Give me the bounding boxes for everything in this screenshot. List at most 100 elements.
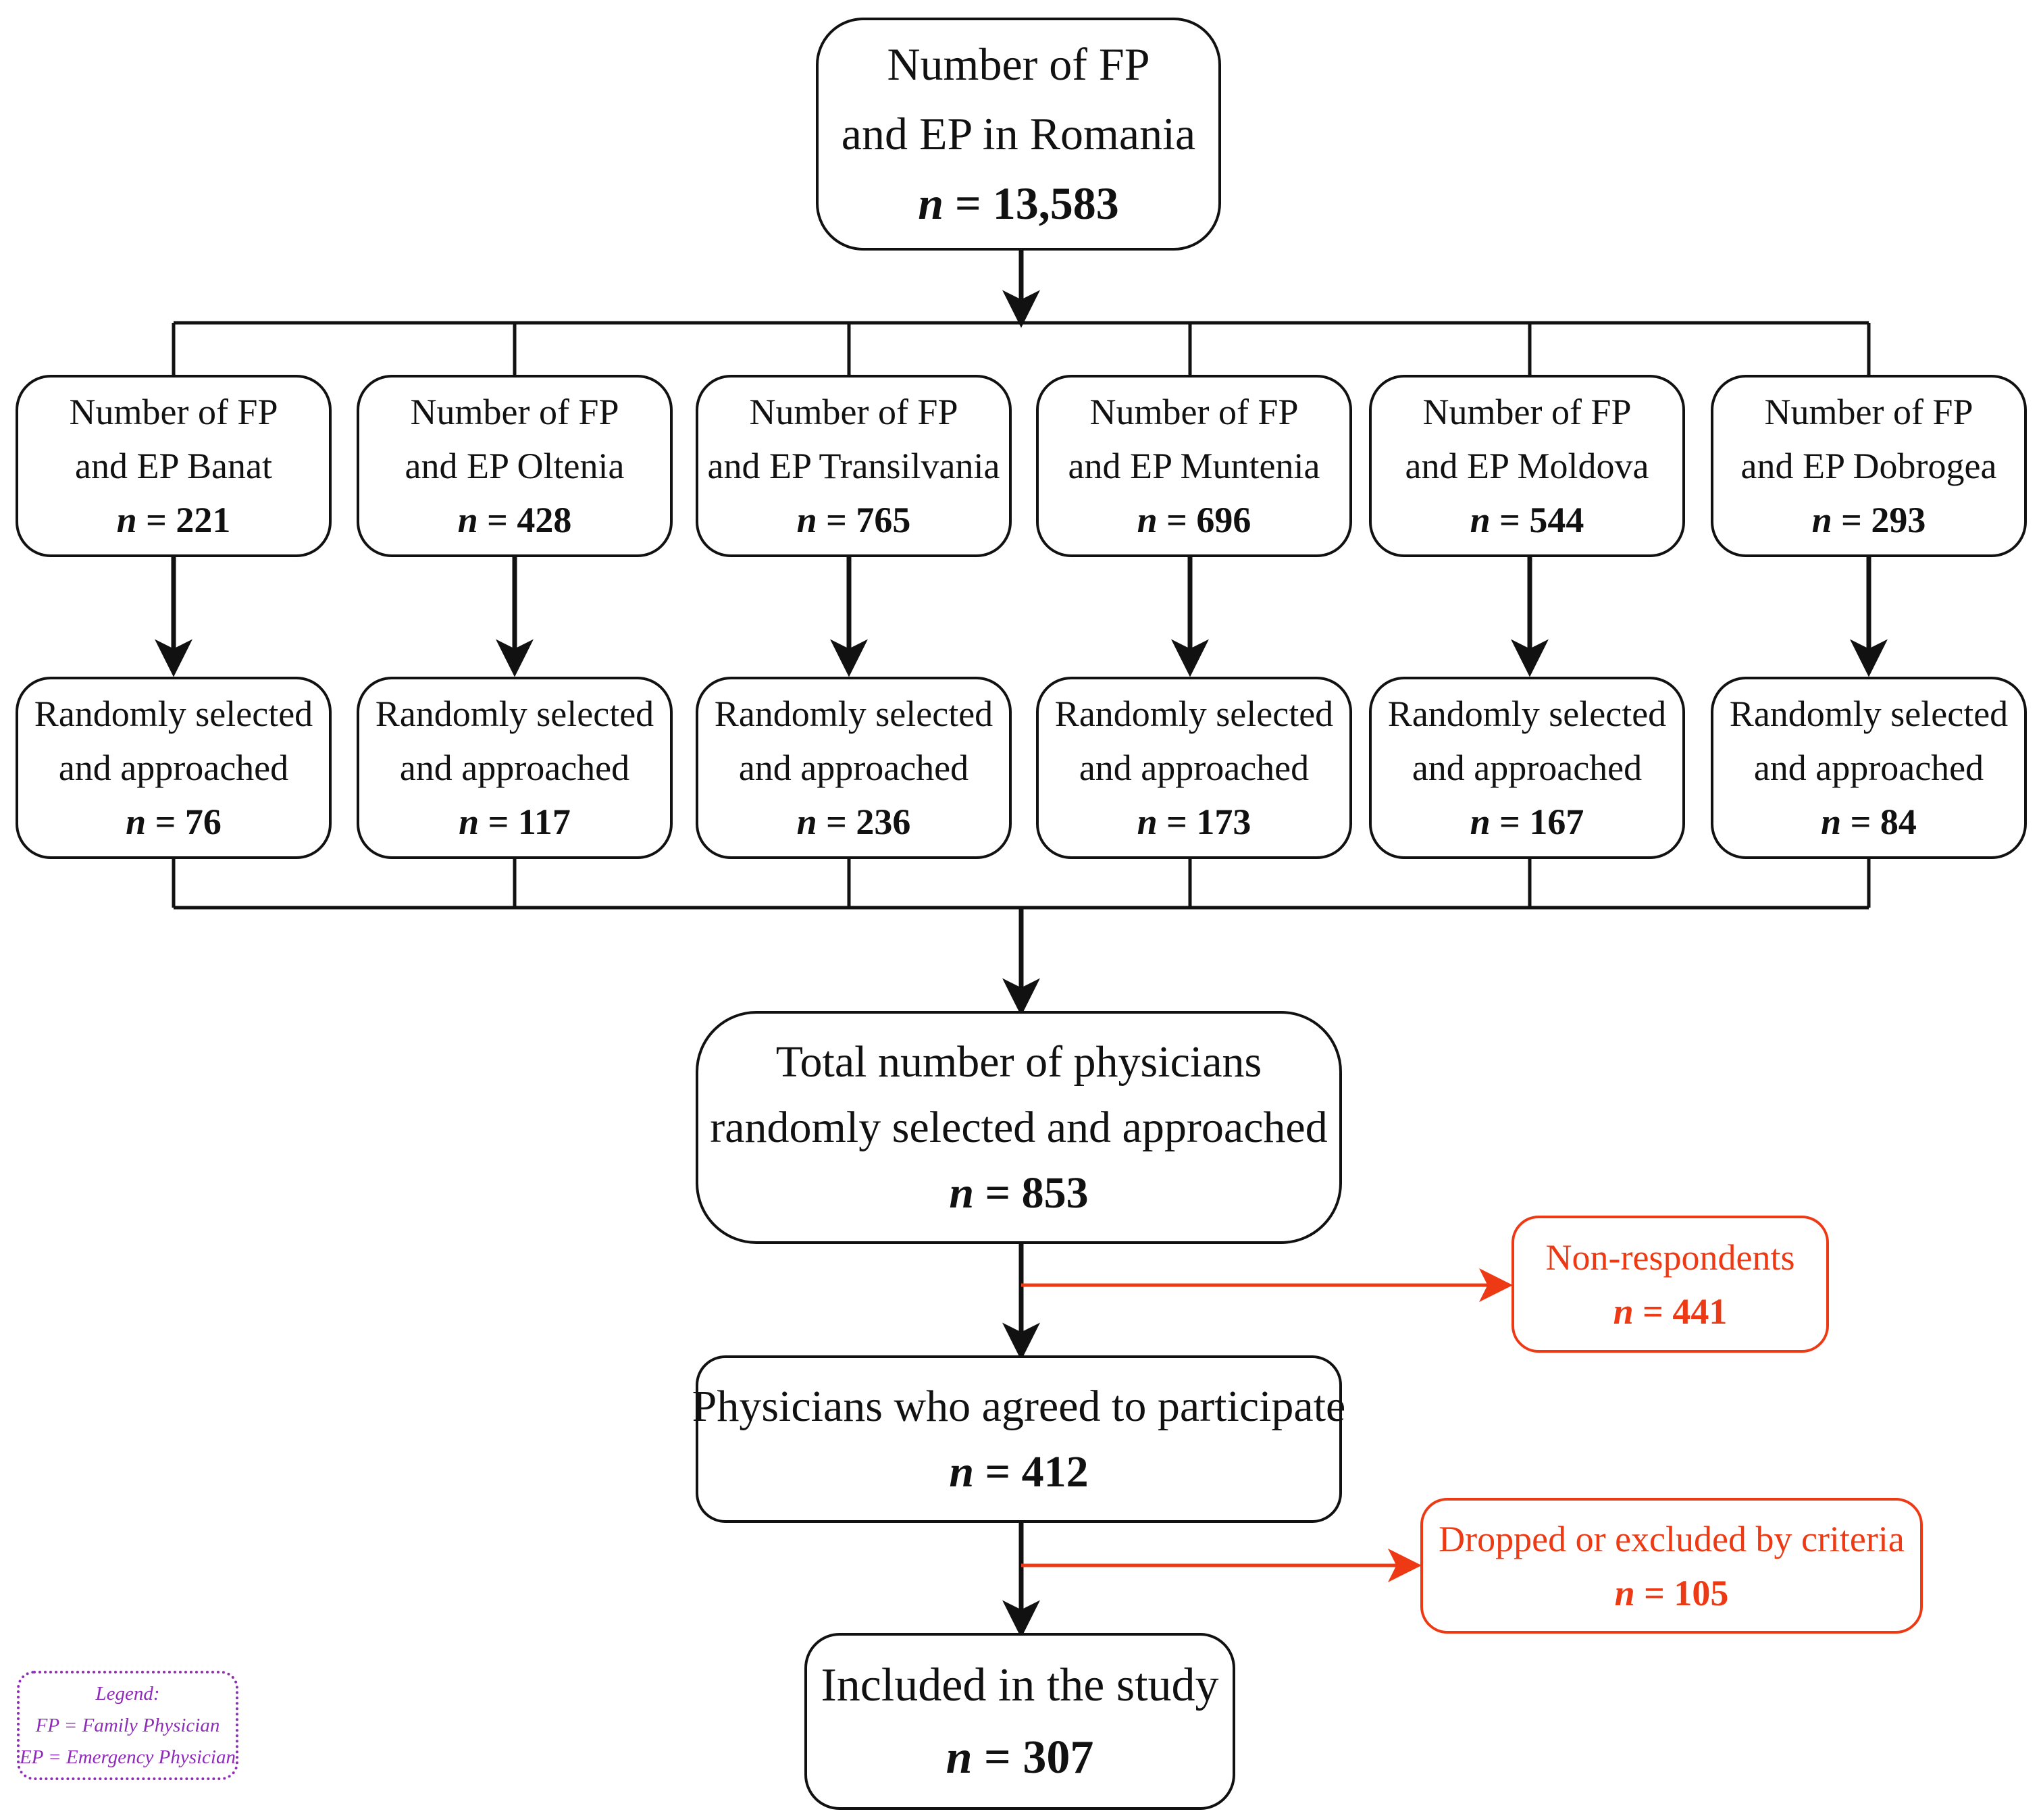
n-symbol: n [1137,500,1158,540]
romania-line1: Number of FP [887,38,1150,90]
dropped-excluded-box: Dropped or excluded by criteria n = 105 [1420,1498,1923,1634]
dropped-label: Dropped or excluded by criteria [1439,1518,1905,1559]
region-line1: Number of FP [1764,392,1973,432]
count-value: = 544 [1499,500,1584,540]
count-value: = 696 [1166,500,1251,540]
region-line1: Number of FP [69,392,278,432]
count-value: = 167 [1499,802,1584,842]
n-symbol: n [1470,802,1491,842]
random-box-muntenia: Randomly selected and approached n = 173 [1036,677,1352,859]
region-count: n = 696 [1137,493,1251,547]
count-value: = 428 [487,500,572,540]
romania-total-box: Number of FP and EP in Romania n = 13,58… [816,18,1221,251]
count-value: = 412 [985,1447,1089,1497]
region-count: n = 428 [458,493,572,547]
total-count: n = 853 [949,1160,1088,1226]
random-count: n = 76 [126,795,222,849]
region-line1: Number of FP [749,392,958,432]
random-box-moldova: Randomly selected and approached n = 167 [1369,677,1685,859]
random-count: n = 236 [797,795,911,849]
random-line2: and approached [1412,748,1643,788]
random-line1: Randomly selected [375,694,654,734]
region-line2: and EP Moldova [1405,446,1649,486]
nonrespondents-label: Non-respondents [1545,1237,1795,1278]
n-symbol: n [1137,802,1158,842]
random-count: n = 117 [459,795,571,849]
random-line1: Randomly selected [714,694,993,734]
count-value: = 307 [984,1732,1094,1784]
random-line2: and approached [738,748,969,788]
count-value: = 853 [985,1168,1089,1218]
region-line2: and EP Banat [75,446,272,486]
region-line1: Number of FP [1089,392,1299,432]
region-box-moldova: Number of FP and EP Moldova n = 544 [1369,375,1685,557]
random-box-banat: Randomly selected and approached n = 76 [16,677,332,859]
n-symbol: n [459,802,480,842]
romania-count: n = 13,583 [918,169,1119,238]
random-count: n = 84 [1821,795,1917,849]
n-symbol: n [1613,1291,1634,1332]
random-line1: Randomly selected [34,694,313,734]
random-count: n = 173 [1137,795,1251,849]
random-box-oltenia: Randomly selected and approached n = 117 [357,677,673,859]
legend-title: Legend: [95,1682,160,1705]
total-selected-box: Total number of physicians randomly sele… [696,1011,1342,1244]
included-count: n = 307 [946,1721,1094,1794]
nonrespondents-count: n = 441 [1613,1284,1728,1338]
legend-box: Legend: FP = Family Physician EP = Emerg… [17,1671,238,1780]
random-box-dobrogea: Randomly selected and approached n = 84 [1711,677,2027,859]
n-symbol: n [1614,1572,1635,1613]
n-symbol: n [1811,500,1832,540]
random-count: n = 167 [1470,795,1584,849]
n-symbol: n [946,1732,973,1784]
random-line1: Randomly selected [1054,694,1334,734]
region-count: n = 293 [1812,493,1926,547]
random-line2: and approached [1753,748,1984,788]
count-value: = 76 [155,802,222,842]
region-box-dobrogea: Number of FP and EP Dobrogea n = 293 [1711,375,2027,557]
count-value: = 105 [1644,1572,1729,1613]
agreed-count: n = 412 [949,1439,1088,1505]
region-box-transilvania: Number of FP and EP Transilvania n = 765 [696,375,1012,557]
agreed-label: Physicians who agreed to participate [692,1382,1346,1431]
count-value: = 441 [1643,1291,1728,1332]
included-box: Included in the study n = 307 [804,1633,1235,1810]
region-box-muntenia: Number of FP and EP Muntenia n = 696 [1036,375,1352,557]
n-symbol: n [949,1447,975,1497]
region-line1: Number of FP [1422,392,1632,432]
region-count: n = 544 [1470,493,1584,547]
count-value: = 173 [1166,802,1251,842]
n-symbol: n [796,500,817,540]
region-line2: and EP Dobrogea [1740,446,1997,486]
n-symbol: n [918,178,944,229]
n-symbol: n [1821,802,1842,842]
count-value: = 765 [826,500,911,540]
random-line1: Randomly selected [1387,694,1667,734]
count-value: = 221 [146,500,231,540]
included-label: Included in the study [821,1659,1219,1711]
random-box-transilvania: Randomly selected and approached n = 236 [696,677,1012,859]
romania-line2: and EP in Romania [841,108,1196,159]
n-symbol: n [1470,500,1491,540]
region-box-oltenia: Number of FP and EP Oltenia n = 428 [357,375,673,557]
n-symbol: n [457,500,478,540]
dropped-count: n = 105 [1615,1566,1729,1620]
count-value: = 293 [1841,500,1926,540]
total-line2: randomly selected and approached [710,1103,1328,1152]
count-value: = 117 [488,802,571,842]
region-box-banat: Number of FP and EP Banat n = 221 [16,375,332,557]
region-line2: and EP Oltenia [405,446,625,486]
region-line2: and EP Transilvania [707,446,1000,486]
count-value: = 236 [826,802,911,842]
agreed-box: Physicians who agreed to participate n =… [692,1355,1345,1523]
region-count: n = 765 [797,493,911,547]
random-line2: and approached [58,748,289,788]
n-symbol: n [949,1168,975,1218]
random-line1: Randomly selected [1729,694,2009,734]
region-line1: Number of FP [410,392,619,432]
n-symbol: n [796,802,817,842]
region-count: n = 221 [117,493,231,547]
n-symbol: n [126,802,147,842]
